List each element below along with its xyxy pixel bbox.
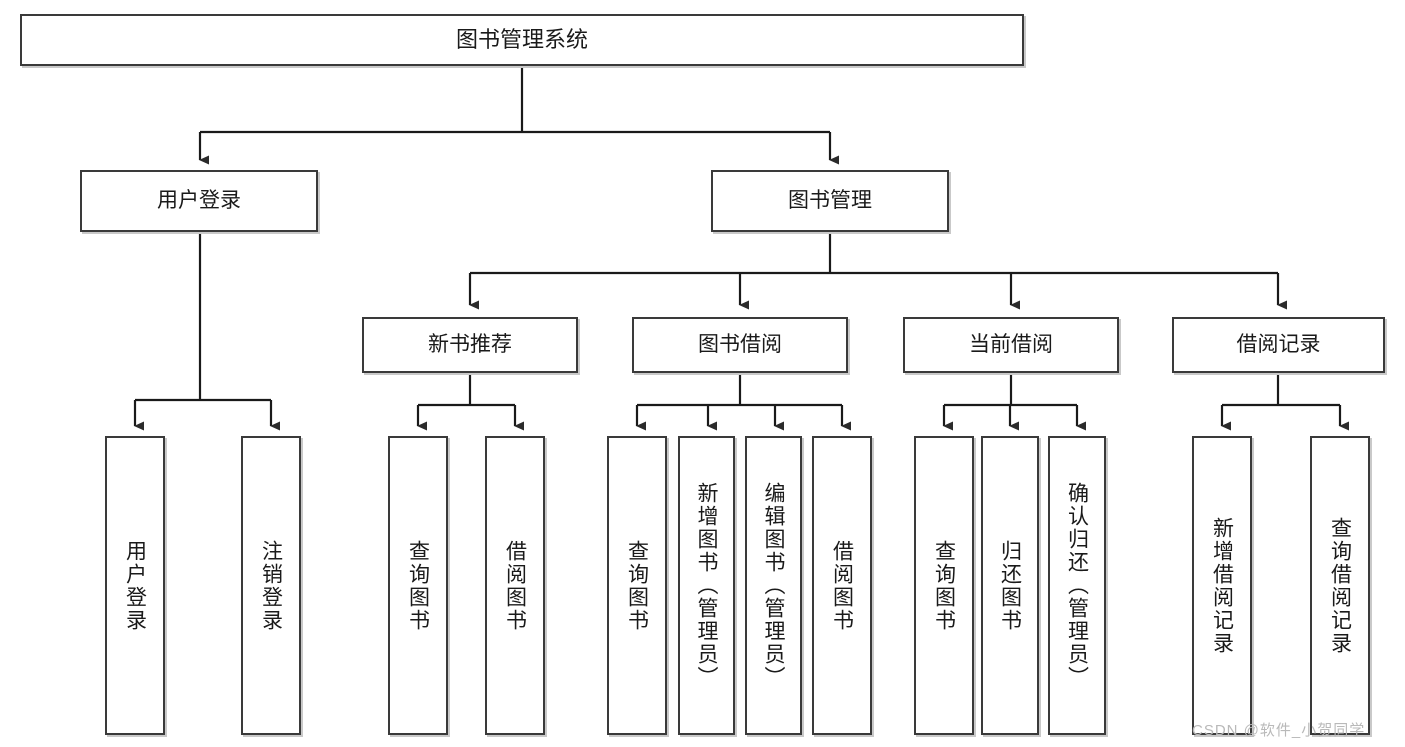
- node-leaf-borrow-book-1[interactable]: 借阅图书: [485, 436, 545, 735]
- node-leaf-query-book-3-label: 查询图书: [932, 539, 956, 632]
- node-user-login-label: 用户登录: [157, 188, 241, 212]
- node-leaf-edit-book[interactable]: 编辑图书（管理员）: [745, 436, 802, 735]
- node-borrow-record[interactable]: 借阅记录: [1172, 317, 1385, 373]
- node-leaf-query-record-label: 查询借阅记录: [1328, 516, 1352, 655]
- node-leaf-confirm-return[interactable]: 确认归还（管理员）: [1048, 436, 1106, 735]
- node-leaf-query-book-2[interactable]: 查询图书: [607, 436, 667, 735]
- node-book-manage[interactable]: 图书管理: [711, 170, 949, 232]
- node-leaf-borrow-book-2-label: 借阅图书: [830, 539, 854, 632]
- node-leaf-edit-book-label: 编辑图书（管理员）: [762, 482, 785, 689]
- node-leaf-query-book-3[interactable]: 查询图书: [914, 436, 974, 735]
- node-leaf-query-book-1[interactable]: 查询图书: [388, 436, 448, 735]
- node-leaf-return-book-label: 归还图书: [998, 539, 1022, 632]
- node-leaf-borrow-book-2[interactable]: 借阅图书: [812, 436, 872, 735]
- node-leaf-add-book-label: 新增图书（管理员）: [695, 482, 718, 689]
- watermark: CSDN @软件_小贺同学: [1192, 722, 1366, 739]
- node-book-manage-label: 图书管理: [788, 188, 872, 212]
- node-book-borrow-label: 图书借阅: [698, 332, 782, 356]
- node-leaf-query-book-2-label: 查询图书: [625, 539, 649, 632]
- node-leaf-add-record-label: 新增借阅记录: [1210, 516, 1234, 655]
- node-leaf-return-book[interactable]: 归还图书: [981, 436, 1039, 735]
- node-leaf-add-book[interactable]: 新增图书（管理员）: [678, 436, 735, 735]
- node-leaf-user-login[interactable]: 用户登录: [105, 436, 165, 735]
- node-leaf-query-book-1-label: 查询图书: [406, 539, 430, 632]
- node-leaf-user-login-label: 用户登录: [123, 539, 147, 632]
- node-leaf-confirm-return-label: 确认归还（管理员）: [1065, 482, 1089, 689]
- node-root[interactable]: 图书管理系统: [20, 14, 1024, 66]
- node-leaf-logout[interactable]: 注销登录: [241, 436, 301, 735]
- node-book-borrow[interactable]: 图书借阅: [632, 317, 848, 373]
- node-new-book-rec-label: 新书推荐: [428, 332, 512, 356]
- node-root-label: 图书管理系统: [455, 27, 588, 53]
- node-leaf-borrow-book-1-label: 借阅图书: [503, 539, 527, 632]
- node-new-book-rec[interactable]: 新书推荐: [362, 317, 578, 373]
- node-leaf-logout-label: 注销登录: [259, 539, 283, 632]
- node-leaf-add-record[interactable]: 新增借阅记录: [1192, 436, 1252, 735]
- node-current-borrow[interactable]: 当前借阅: [903, 317, 1119, 373]
- node-current-borrow-label: 当前借阅: [969, 332, 1053, 356]
- node-user-login[interactable]: 用户登录: [80, 170, 318, 232]
- node-borrow-record-label: 借阅记录: [1236, 332, 1321, 356]
- node-leaf-query-record[interactable]: 查询借阅记录: [1310, 436, 1370, 735]
